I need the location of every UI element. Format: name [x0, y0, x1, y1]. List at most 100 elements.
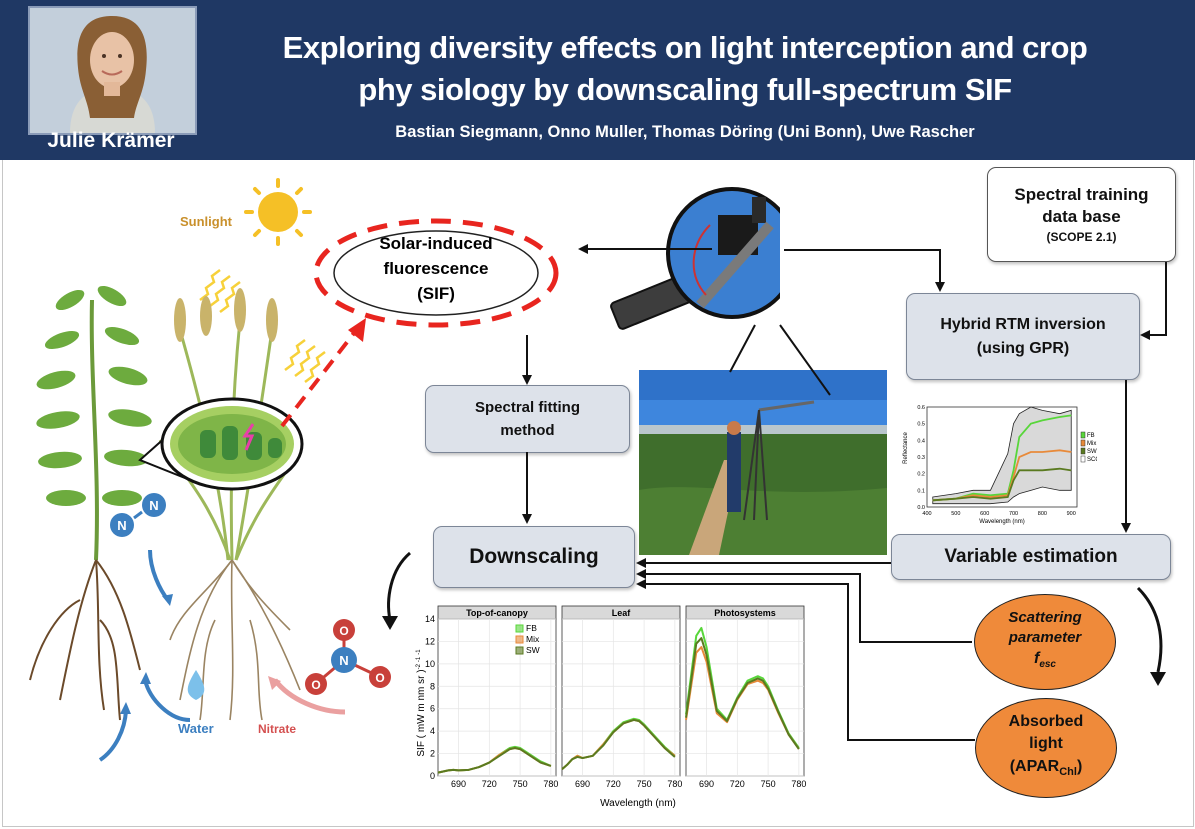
sif-legend-mix: Mix — [526, 634, 540, 644]
sif-axis-sup-1: -2 — [416, 663, 422, 669]
sif-x-tick: 720 — [730, 779, 745, 789]
apar-close: ) — [1076, 758, 1083, 776]
hybrid-line-1: Hybrid RTM inversion — [940, 315, 1106, 333]
panel-frame — [561, 618, 681, 777]
reflectance-x-tick: 700 — [1009, 511, 1018, 517]
reflectance-x-tick: 500 — [951, 511, 960, 517]
spectral-training-database-box: Spectral training data base (SCOPE 2.1) — [987, 167, 1176, 262]
reflectance-y-tick: 0.3 — [917, 455, 925, 461]
fitting-line-2: method — [500, 422, 555, 439]
panel-frame — [437, 618, 557, 777]
author-portrait — [28, 6, 197, 135]
sif-x-tick: 720 — [606, 779, 621, 789]
sif-y-tick: 10 — [425, 659, 435, 669]
sif-y-tick: 14 — [425, 614, 435, 624]
hybrid-rtm-inversion-box: Hybrid RTM inversion (using GPR) — [906, 293, 1140, 380]
absorbed-line-2: light — [1029, 735, 1063, 753]
reflectance-legend: FBMixSWSCOPE — [1080, 431, 1097, 463]
sif-axis-label: SIF ( mW m nm sr )-2-1-1 — [416, 649, 427, 757]
title-line-2: phy siology by downscaling full-spectrum… — [358, 72, 1012, 107]
sif-y-tick: 4 — [430, 726, 435, 736]
sun-icon — [244, 178, 312, 246]
reflectance-series-fb — [932, 414, 1072, 502]
scattering-line-1: Scattering — [1008, 608, 1082, 626]
header-banner: Julie Krämer Exploring diversity effects… — [0, 0, 1195, 160]
light-rays-icon — [199, 269, 326, 383]
scattering-line-2: parameter — [1008, 628, 1082, 646]
title-line-1: Exploring diversity effects on light int… — [282, 30, 1088, 65]
downscaling-box: Downscaling — [433, 526, 635, 588]
sif-legend-sw: SW — [526, 645, 540, 655]
sif-y-tick: 0 — [430, 771, 435, 781]
sif-series-sw — [561, 718, 676, 771]
panel-title: Top-of-canopy — [466, 608, 528, 618]
nitrate-n-label: N — [339, 653, 348, 668]
sunlight-label: Sunlight — [180, 214, 233, 229]
plant-illustration: N N N O O O Sunlight Water Nitrate — [29, 178, 391, 762]
reflectance-legend-swatch — [1080, 455, 1086, 463]
nitrate-o-label: O — [339, 624, 348, 638]
magnifier-icon — [610, 187, 780, 330]
page-title: Exploring diversity effects on light int… — [215, 27, 1155, 111]
absorbed-light-node: Absorbed light (APARChl) — [975, 698, 1117, 798]
sif-x-tick: 690 — [699, 779, 714, 789]
nitrate-label: Nitrate — [258, 722, 296, 736]
reflectance-axis-label: Reflectance — [903, 431, 909, 463]
sif-line-3: (SIF) — [417, 284, 455, 303]
emission-arrow-head — [348, 318, 366, 342]
sif-legend-swatch — [515, 624, 524, 633]
training-line-2: data base — [1042, 206, 1121, 226]
variable-estimation-box: Variable estimation — [891, 534, 1171, 580]
nitrate-molecule-icon: N O O O — [305, 619, 391, 695]
sif-x-tick: 750 — [761, 779, 776, 789]
fesc-symbol: fesc — [1034, 648, 1056, 676]
reflectance-x-tick: 400 — [922, 511, 931, 517]
reflectance-y-tick: 0.0 — [917, 505, 925, 511]
n2-atom-label: N — [117, 518, 126, 533]
reflectance-y-tick: 0.6 — [917, 405, 925, 411]
portrait-illustration — [30, 8, 195, 133]
nitrate-o-label: O — [375, 671, 384, 685]
water-label: Water — [178, 721, 214, 736]
chloroplast-icon — [160, 397, 304, 491]
reflectance-legend-swatch — [1080, 431, 1086, 439]
sif-x-tick: 690 — [451, 779, 466, 789]
sif-series-sw — [685, 637, 800, 750]
sif-axis-label-text: SIF ( mW m nm sr ) — [416, 669, 427, 756]
sif-x-tick: 750 — [637, 779, 652, 789]
sif-axis-sup-2: -1 — [416, 656, 422, 662]
fitting-line-1: Spectral fitting — [474, 399, 580, 416]
sif-x-tick: 780 — [791, 779, 806, 789]
sif-legend-swatch — [515, 635, 524, 644]
hybrid-line-2: (using GPR) — [976, 339, 1070, 357]
fesc-main: f — [1033, 649, 1040, 667]
sif-node: Solar-induced fluorescence (SIF) — [313, 218, 559, 328]
reflectance-y-tick: 0.1 — [917, 488, 925, 494]
sif-x-tick: 780 — [667, 779, 682, 789]
reflectance-y-tick: 0.2 — [917, 472, 925, 478]
panel-title: Leaf — [612, 608, 632, 618]
reflectance-x-tick: 800 — [1038, 511, 1047, 517]
sif-y-tick: 8 — [430, 681, 435, 691]
spectral-fitting-box: Spectral fitting method — [425, 385, 630, 453]
content-frame — [2, 160, 1194, 827]
sif-legend-fb: FB — [526, 623, 537, 633]
sif-x-tick: 690 — [575, 779, 590, 789]
reflectance-legend-sw: SW — [1087, 449, 1097, 455]
faba-bean-plant — [29, 285, 152, 721]
sif-series-sw — [437, 746, 552, 774]
author-list: Bastian Siegmann, Onno Muller, Thomas Dö… — [395, 123, 975, 141]
reflectance-legend-swatch — [1080, 439, 1086, 447]
reflectance-x-tick: 900 — [1067, 511, 1076, 517]
nitrate-o-label: O — [311, 678, 320, 692]
reflectance-series-sw — [932, 467, 1072, 502]
wheat-plant — [158, 288, 302, 721]
sif-axis-sup-3: -1 — [416, 649, 422, 655]
training-line-1: Spectral training — [1014, 184, 1149, 204]
scope-envelope — [932, 406, 1072, 505]
reflectance-legend-swatch — [1080, 447, 1086, 455]
reflectance-legend-mix: Mix — [1087, 441, 1096, 447]
